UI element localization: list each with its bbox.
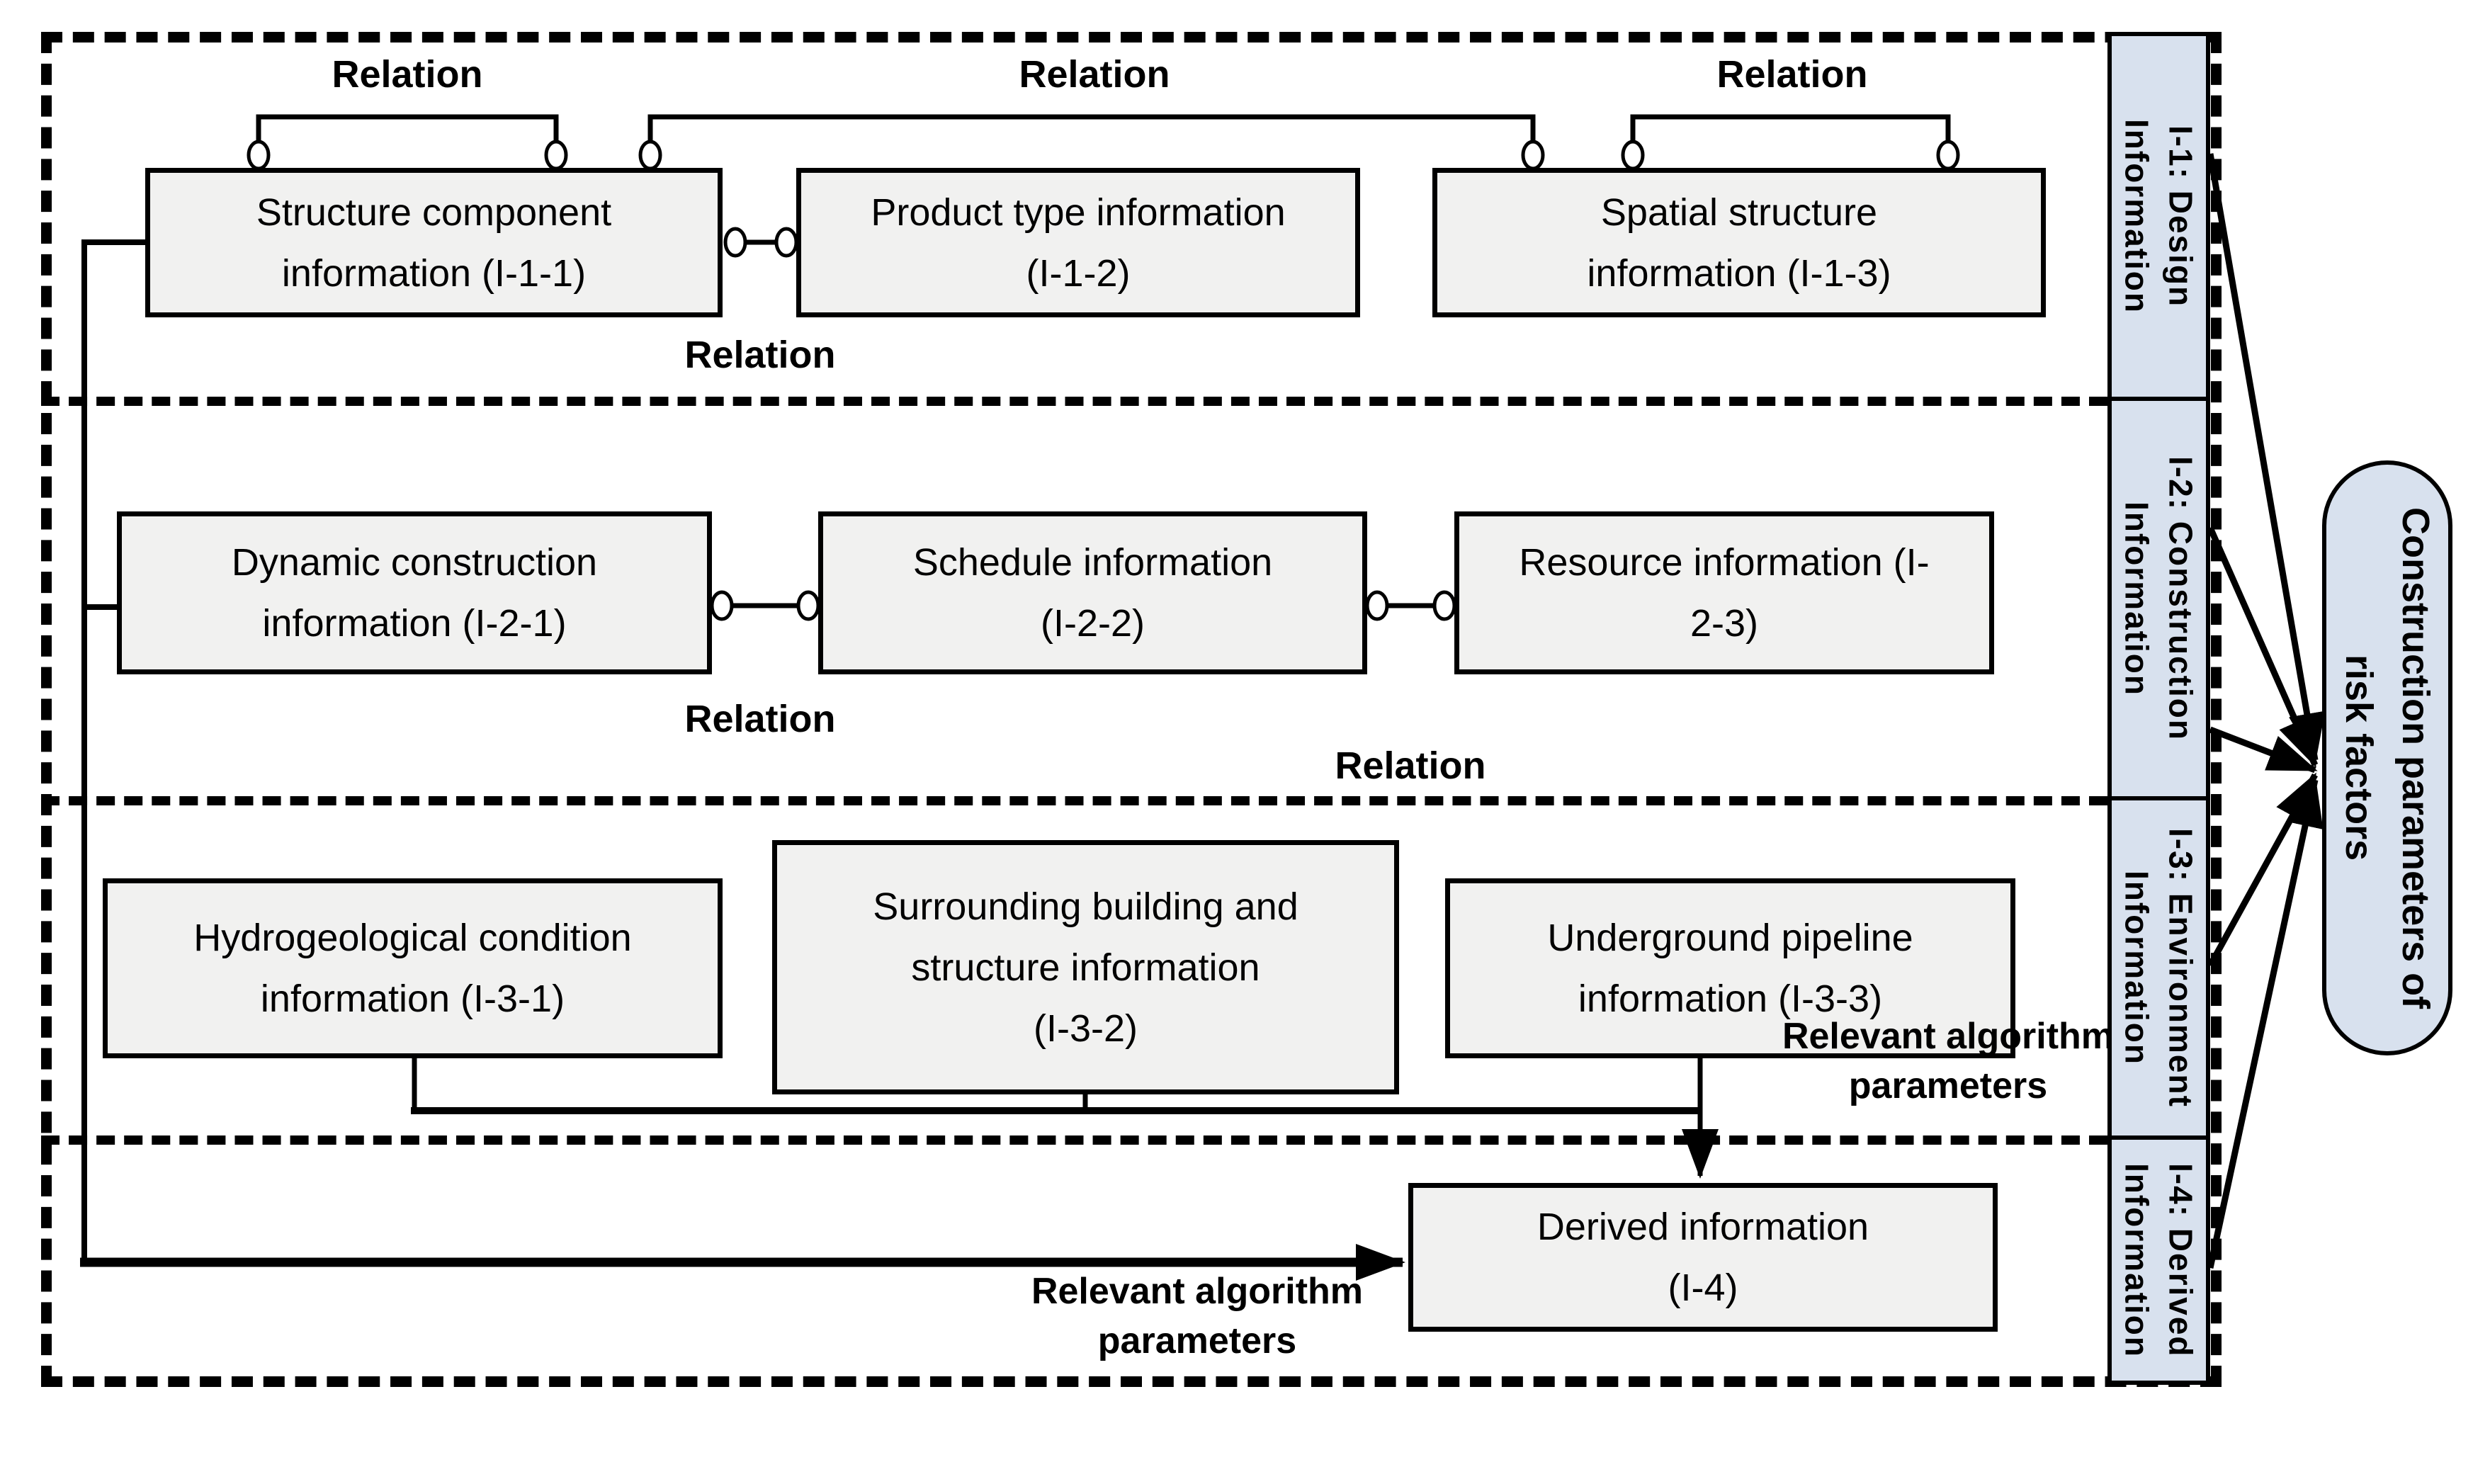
band-divider-design-construction — [41, 397, 2107, 406]
box-hydrogeological-condition-information: Hydrogeological condition information (I… — [103, 878, 723, 1058]
relation-label: Relation — [684, 698, 836, 740]
box-resource-information: Resource information (I- 2-3) — [1454, 511, 1994, 674]
risk-factor-arrows — [2207, 153, 2326, 1269]
relation-label: Relation — [1335, 744, 1486, 787]
sidebar-section-design-information: I-1: Design Information — [2107, 32, 2210, 401]
relevant-algorithm-parameters-label: Relevant algorithm parameters — [1031, 1271, 1364, 1361]
box-structure-component-information: Structure component information (I-1-1) — [145, 168, 723, 317]
band-divider-construction-environment — [41, 796, 2107, 805]
relation-label: Relation — [1716, 53, 1868, 96]
sidebar-section-environment-information: I-3: Environment Information — [2107, 796, 2210, 1140]
relation-label: Relation — [684, 334, 836, 376]
box-spatial-structure-information: Spatial structure information (I-1-3) — [1432, 168, 2046, 317]
sidebar-section-construction-information: I-2: Construction Information — [2107, 397, 2210, 800]
box-product-type-information: Product type information (I-1-2) — [796, 168, 1360, 317]
band-divider-environment-derived — [41, 1135, 2107, 1145]
sidebar-section-derived-information: I-4: Derived Information — [2107, 1135, 2210, 1385]
box-surrounding-building-information: Surrounding building and structure infor… — [772, 840, 1399, 1094]
box-derived-information: Derived information (I-4) — [1408, 1183, 1998, 1332]
box-schedule-information: Schedule information (I-2-2) — [818, 511, 1367, 674]
box-underground-pipeline-information: Underground pipeline information (I-3-3) — [1445, 878, 2015, 1058]
box-dynamic-construction-information: Dynamic construction information (I-2-1) — [117, 511, 712, 674]
relation-label: Relation — [332, 53, 483, 96]
relevant-algorithm-parameters-label: Relevant algorithm parameters — [1782, 1016, 2115, 1106]
construction-parameters-of-risk-factors: Construction parameters of risk factors — [2322, 460, 2452, 1055]
relation-label: Relation — [1019, 53, 1170, 96]
